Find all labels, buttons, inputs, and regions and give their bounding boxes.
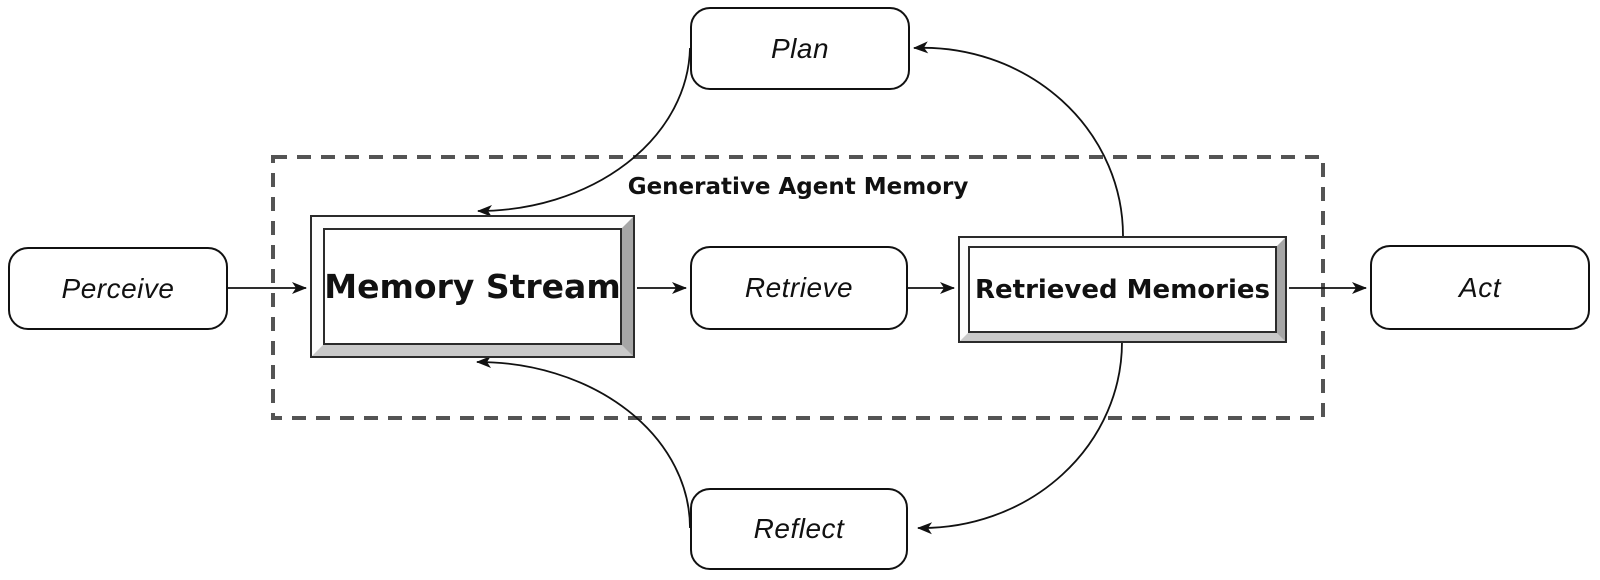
node-plan-label: Plan	[770, 32, 830, 64]
node-act: Act	[1370, 245, 1590, 330]
memory-stream-bevel-border: Memory Stream	[312, 217, 633, 356]
retrieved-memories-bevel-border: Retrieved Memories	[960, 238, 1285, 341]
node-perceive-label: Perceive	[61, 272, 175, 304]
node-plan: Plan	[690, 7, 910, 90]
node-retrieve-label: Retrieve	[744, 272, 854, 303]
node-retrieved-memories-label: Retrieved Memories	[974, 274, 1270, 305]
node-memory-stream-label: Memory Stream	[324, 267, 621, 306]
arrow-reflect-to-memory-stream	[476, 355, 691, 529]
node-act-label: Act	[1459, 271, 1501, 303]
node-retrieve: Retrieve	[690, 246, 908, 330]
arrow-plan-to-memory-stream	[477, 47, 691, 217]
node-reflect: Reflect	[690, 488, 908, 570]
node-perceive: Perceive	[8, 247, 228, 330]
memory-group-title: Generative Agent Memory	[627, 174, 969, 200]
arrow-retrieved-memories-to-plan	[913, 41, 1124, 238]
node-memory-stream: Memory Stream	[310, 215, 635, 358]
node-retrieved-memories: Retrieved Memories	[958, 236, 1287, 343]
arrow-retrieved-memories-to-reflect	[917, 341, 1123, 535]
node-reflect-label: Reflect	[753, 513, 845, 544]
